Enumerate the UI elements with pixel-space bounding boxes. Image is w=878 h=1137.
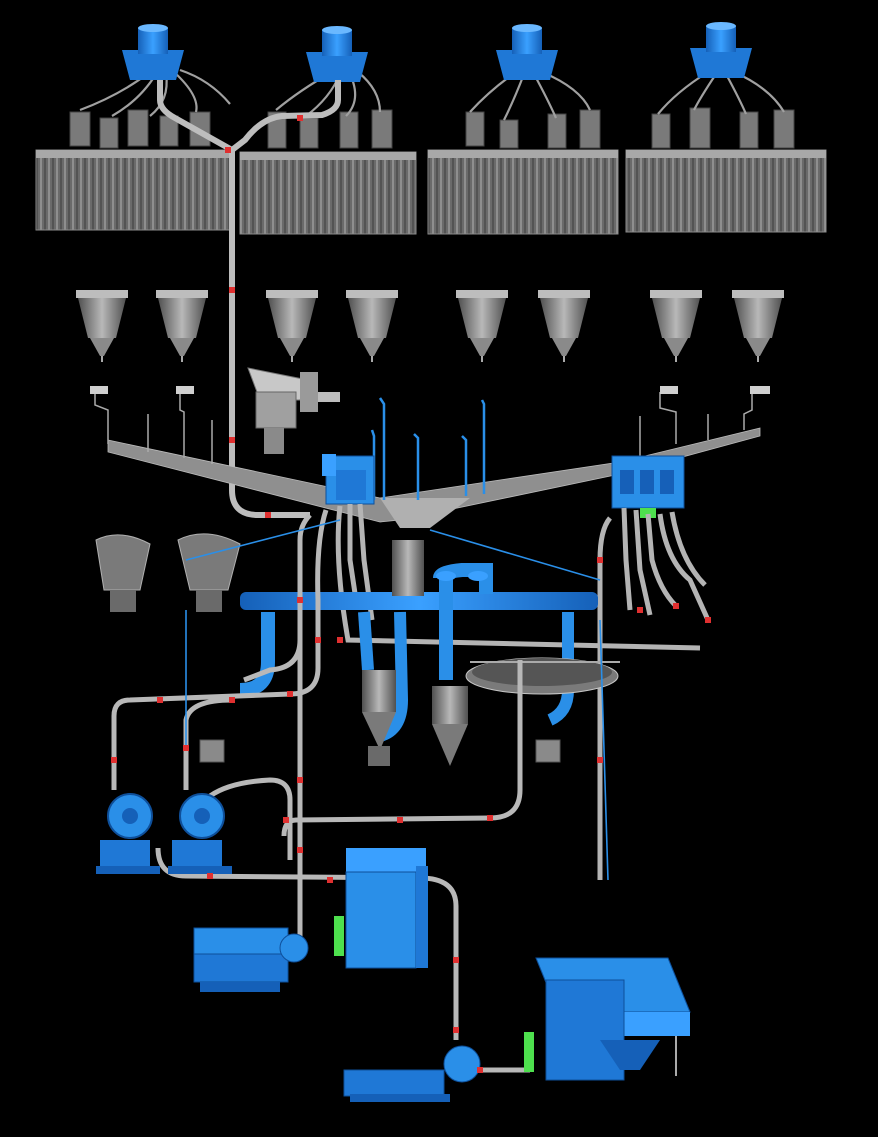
hydrocyclone-5: [456, 290, 508, 362]
instrument-air-lines: [185, 519, 609, 881]
flotation-cell-bank-4: [625, 107, 827, 233]
flange-marker: [297, 597, 303, 603]
flange-marker: [705, 617, 711, 623]
conditioning-vessel-1: [362, 670, 396, 766]
flange-marker: [111, 757, 117, 763]
pump-skid-2: [343, 1045, 481, 1102]
pump-box-right: [611, 455, 685, 518]
flange-marker: [673, 603, 679, 609]
knife-gate-valve-2: [524, 1032, 534, 1072]
distributor-2: [306, 26, 368, 82]
flange-marker: [397, 817, 403, 823]
flange-marker: [229, 287, 235, 293]
sampler-station: [247, 367, 340, 454]
pipe-flanges: [111, 115, 711, 1073]
distributor-3: [496, 24, 558, 80]
hydrocyclone-row: [76, 290, 784, 362]
hydrocyclone-8: [732, 290, 784, 362]
flange-marker: [453, 957, 459, 963]
flange-marker: [327, 877, 333, 883]
flange-marker: [229, 437, 235, 443]
agitator-unit-1: [95, 534, 151, 612]
flotation-cell-bank-3: [427, 109, 619, 235]
flange-marker: [477, 1067, 483, 1073]
agitator-unit-2: [177, 533, 241, 612]
hydrocyclone-3: [266, 290, 318, 362]
distributor-feed-pipes: [79, 68, 785, 121]
hydrocyclone-1: [76, 290, 128, 362]
flange-marker: [183, 745, 189, 751]
knife-gate-valve-1: [334, 916, 344, 956]
thickener-tank: [465, 657, 620, 695]
flange-marker: [597, 757, 603, 763]
flange-marker: [157, 697, 163, 703]
flange-marker: [229, 697, 235, 703]
flotation-cell-bank-1: [35, 109, 231, 231]
flange-marker: [297, 115, 303, 121]
gray-cyclone-pump: [392, 540, 424, 596]
flange-marker: [287, 691, 293, 697]
flange-marker: [265, 512, 271, 518]
pump-box-left: [322, 454, 375, 505]
flange-marker: [637, 607, 643, 613]
hydrocyclone-6: [538, 290, 590, 362]
tailings-launder: [90, 367, 770, 528]
centrifugal-pump-2: [168, 793, 232, 874]
hydrocyclone-4: [346, 290, 398, 362]
flange-marker: [315, 637, 321, 643]
pump-box-right-outlets: [597, 507, 711, 880]
flange-marker: [207, 873, 213, 879]
flange-marker: [597, 557, 603, 563]
distributor-4: [690, 22, 752, 78]
conditioning-vessel-2: [432, 686, 468, 766]
flange-marker: [453, 1027, 459, 1033]
flange-marker: [337, 637, 343, 643]
hydrocyclone-2: [156, 290, 208, 362]
flange-marker: [297, 847, 303, 853]
centrifugal-pump-1: [96, 793, 160, 874]
sump-pump-right: [535, 739, 561, 763]
flange-marker: [487, 815, 493, 821]
distributor-1: [122, 24, 184, 80]
flotation-area: [35, 22, 827, 518]
sump-pump-left: [199, 739, 225, 763]
flange-marker: [225, 147, 231, 153]
flange-marker: [297, 777, 303, 783]
feed-hopper: [535, 957, 691, 1081]
mixing-tank: [345, 848, 428, 969]
flotation-cell-bank-2: [239, 109, 417, 235]
flange-marker: [283, 817, 289, 823]
pump-skid-1: [193, 927, 309, 992]
hydrocyclone-7: [650, 290, 702, 362]
